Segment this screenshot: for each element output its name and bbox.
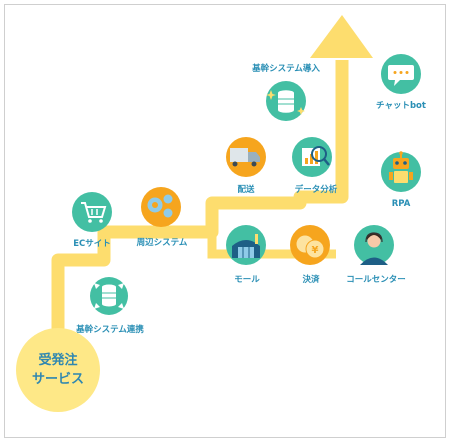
svg-text:¥: ¥ bbox=[312, 245, 319, 256]
label-kessai: 決済 bbox=[302, 275, 320, 285]
kikan-renkei-icon bbox=[90, 277, 128, 315]
label-shuhen-system: 周辺システム bbox=[136, 238, 188, 248]
label-kikan-donyu: 基幹システム導入 bbox=[252, 64, 320, 74]
start-label-line1: 受発注 bbox=[38, 353, 78, 368]
mall-icon bbox=[226, 225, 266, 265]
label-mall: モール bbox=[234, 275, 260, 285]
label-haiso: 配送 bbox=[237, 185, 255, 195]
growth-arrow-head bbox=[310, 15, 373, 58]
start-label-line2: サービス bbox=[31, 371, 84, 387]
label-ec-site: ECサイト bbox=[73, 239, 111, 249]
start-label: 受発注 サービス bbox=[18, 352, 98, 390]
label-rpa: RPA bbox=[391, 199, 411, 209]
chatbot-icon bbox=[381, 54, 421, 94]
data-analysis-icon bbox=[292, 137, 332, 177]
label-call-center: コールセンター bbox=[346, 275, 406, 285]
label-chatbot: チャットbot bbox=[376, 101, 426, 111]
core-system-icon bbox=[266, 81, 306, 121]
robot-icon bbox=[381, 151, 421, 192]
growth-path bbox=[51, 60, 349, 370]
label-kikan-renkei: 基幹システム連携 bbox=[76, 325, 144, 335]
truck-icon bbox=[226, 137, 266, 177]
payment-icon: ¥ bbox=[290, 225, 330, 265]
label-data-bunseki: データ分析 bbox=[294, 185, 338, 195]
peripheral-system-icon bbox=[141, 187, 181, 227]
start-circle bbox=[16, 328, 100, 412]
call-center-icon bbox=[354, 225, 394, 265]
cart-icon bbox=[72, 192, 112, 232]
